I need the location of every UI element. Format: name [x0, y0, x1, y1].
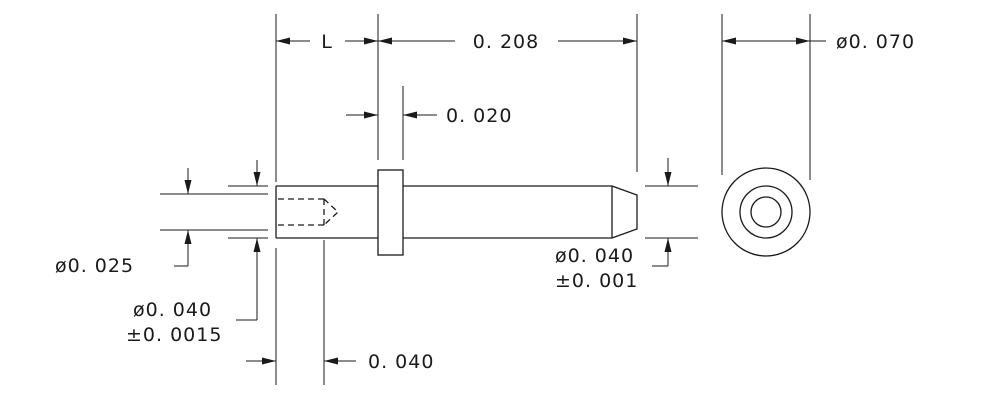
dim-body-diameter-label: ø0. 040 — [133, 299, 212, 321]
dim-L: L — [276, 31, 378, 53]
dim-flange-thickness: 0. 020 — [346, 105, 512, 127]
pin-end-view — [721, 167, 811, 257]
dim-tip-diameter: ø0. 040 ±0. 001 — [555, 158, 672, 292]
dim-body-tolerance-label: ±0. 0015 — [126, 324, 222, 346]
dim-flange-diameter-label: ø0. 070 — [836, 31, 915, 53]
dim-hole-depth: 0. 040 — [246, 351, 434, 373]
dim-body-diameter: ø0. 040 ±0. 0015 — [126, 160, 261, 346]
pin-side-view — [275, 169, 638, 256]
dim-flange-diameter: ø0. 070 — [722, 31, 915, 53]
dim-overall-length: 0. 208 — [378, 31, 637, 53]
extension-lines — [160, 14, 811, 385]
dim-overall-length-label: 0. 208 — [473, 31, 539, 53]
dim-tip-tolerance-label: ±0. 001 — [555, 270, 638, 292]
dim-hole-diameter-label: ø0. 025 — [55, 255, 134, 277]
dim-hole-depth-label: 0. 040 — [368, 351, 434, 373]
dim-tip-diameter-label: ø0. 040 — [555, 245, 634, 267]
dim-L-label: L — [321, 31, 333, 53]
dim-flange-thickness-label: 0. 020 — [446, 105, 512, 127]
dim-hole-diameter: ø0. 025 — [55, 168, 192, 277]
